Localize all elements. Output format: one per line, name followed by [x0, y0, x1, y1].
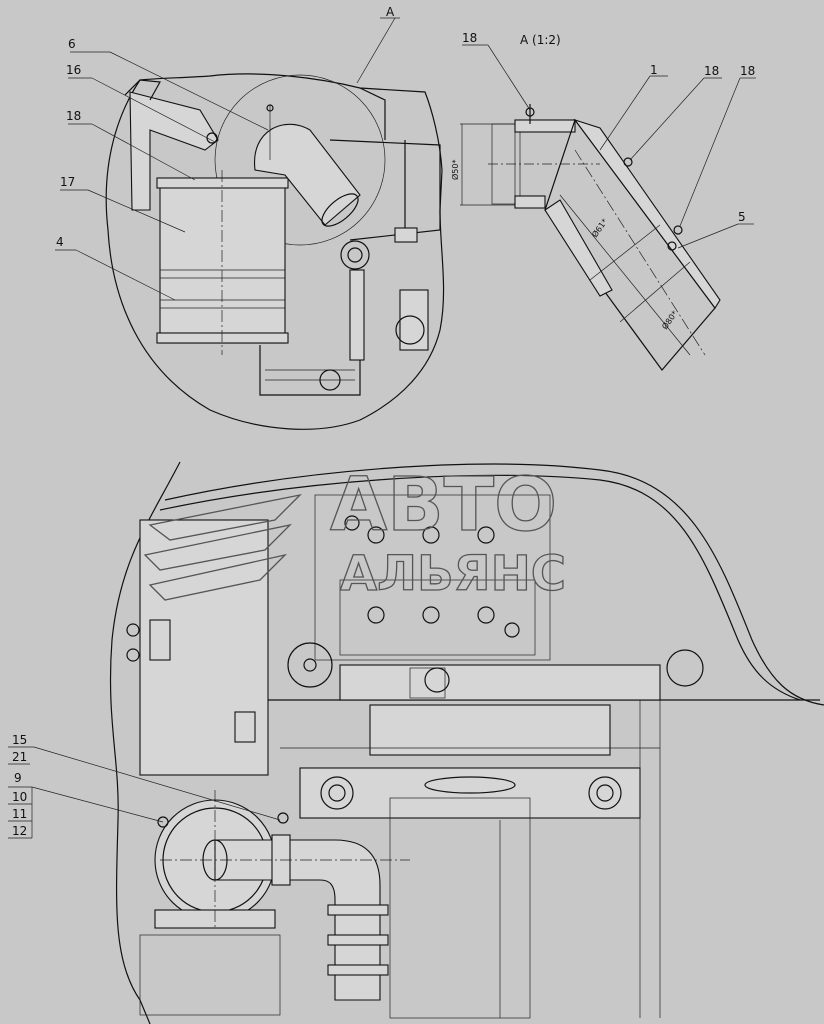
- callout-4: 4: [56, 235, 64, 249]
- fender: [164, 463, 824, 706]
- callout-15: 15: [12, 733, 27, 747]
- detail-title: А (1:2): [520, 33, 561, 47]
- mounting-plate: [314, 494, 551, 661]
- callout-9: 9: [14, 771, 22, 785]
- callout-18: 18: [66, 109, 81, 123]
- callout-detail-1: 1: [650, 63, 658, 77]
- cloud-boundary-top: [105, 73, 445, 430]
- view-a-circle: [214, 74, 386, 246]
- callout-detail-18b: 18: [704, 64, 719, 78]
- watermark: АВТО АЛЬЯНС: [143, 461, 567, 603]
- callout-detail-5: 5: [738, 210, 746, 224]
- callout-17: 17: [60, 175, 75, 189]
- inlet-pipe: [254, 123, 361, 226]
- callout-detail-18c: 18: [740, 64, 755, 78]
- watermark-line2: АЛЬЯНС: [340, 546, 566, 602]
- detail-view-a: [460, 104, 721, 371]
- callout-6: 6: [68, 37, 76, 51]
- callout-21: 21: [12, 750, 27, 764]
- dimension-d61: Ø61*: [589, 217, 609, 240]
- callout-16: 16: [66, 63, 81, 77]
- filter-housing: [159, 182, 286, 344]
- filter-lid: [156, 177, 289, 189]
- callout-12: 12: [12, 824, 27, 838]
- dimension-d50: Ø50*: [450, 160, 460, 180]
- callouts-top-left: A 6 16 18 17 4: [56, 5, 395, 249]
- main-view-bottom: [109, 461, 824, 1024]
- main-view-top: [105, 73, 445, 430]
- leaders-bottom: [8, 746, 281, 839]
- watermark-line1: АВТО: [330, 462, 557, 548]
- callout-10: 10: [12, 790, 27, 804]
- watermark-logo: [143, 493, 302, 601]
- plate-holes: [344, 515, 520, 638]
- callout-view-a: A: [386, 5, 395, 19]
- filter-base: [156, 332, 289, 344]
- callout-11: 11: [12, 807, 27, 821]
- dimension-d80: Ø80*: [659, 309, 679, 332]
- callout-detail-18a: 18: [462, 31, 477, 45]
- callouts-bottom: 15 21 9 10 11 12: [12, 733, 27, 838]
- outlet-pipe: [214, 839, 381, 1001]
- leaders-top-left: [55, 17, 400, 301]
- leaders-detail: [462, 44, 756, 249]
- cloud-boundary-bottom: [109, 461, 181, 1024]
